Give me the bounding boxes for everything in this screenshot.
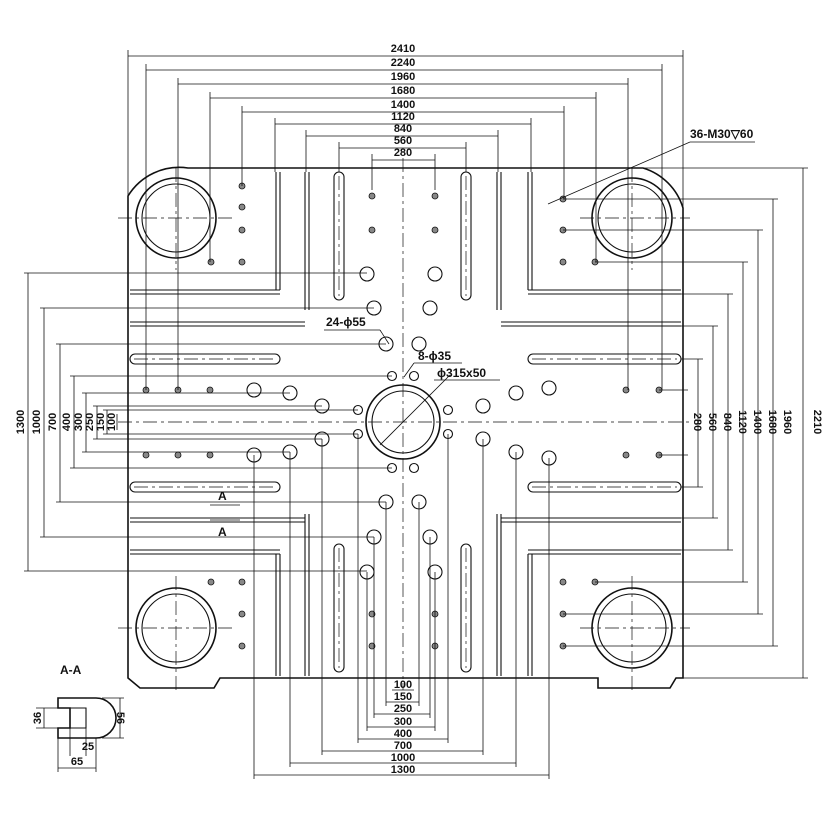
threaded-holes	[142, 182, 663, 650]
left-dim-700: 700	[47, 413, 59, 431]
center-hole-callout: ϕ315x50	[437, 366, 486, 380]
right-dimension-labels: 280 560 840 1120 1400 1680 1960 2210	[691, 410, 823, 434]
left-dim-1000: 1000	[31, 410, 43, 434]
right-dim-1120: 1120	[736, 410, 748, 434]
large-holes-callout: 24-ϕ55	[326, 315, 366, 329]
left-dim-300: 300	[73, 413, 85, 431]
bottom-dim-300: 300	[394, 716, 412, 728]
bottom-dimension-lines	[253, 434, 550, 779]
right-dim-1960: 1960	[781, 410, 793, 434]
vertical-t-slots	[275, 171, 533, 676]
section-markers: A A	[210, 489, 240, 539]
left-dimension-lines	[24, 272, 392, 572]
horizontal-t-slots	[129, 289, 682, 555]
callouts: 36-M30▽60 24-ϕ55 8-ϕ35 ϕ315x50	[324, 127, 755, 381]
bottom-dim-150: 150	[394, 691, 412, 703]
top-dim-1960: 1960	[391, 71, 415, 83]
top-dim-280: 280	[394, 147, 412, 159]
platen-outline	[127, 166, 684, 689]
left-dim-1300: 1300	[15, 410, 27, 434]
bottom-dim-1300: 1300	[391, 764, 415, 776]
threaded-holes-callout: 36-M30▽60	[690, 127, 754, 141]
right-dim-560: 560	[706, 413, 718, 431]
section-detail: A-A 36 56 25 65	[32, 663, 126, 772]
section-detail-title: A-A	[60, 663, 82, 677]
top-dim-560: 560	[394, 135, 412, 147]
section-dim-36: 36	[32, 712, 44, 724]
bottom-dim-1000: 1000	[391, 752, 415, 764]
section-marker-bottom: A	[218, 525, 227, 539]
left-dim-100: 100	[106, 413, 118, 431]
bottom-dim-400: 400	[394, 728, 412, 740]
left-dim-250: 250	[84, 413, 96, 431]
top-dimension-labels: 2410 2240 1960 1680 1400 1120 840 560 28…	[391, 43, 415, 159]
bottom-dimension-labels: 100 150 250 300 400 700 1000 1300	[391, 679, 415, 776]
left-dim-150: 150	[95, 413, 107, 431]
tiebar-bores	[135, 177, 673, 669]
right-dimension-lines	[563, 167, 808, 679]
center-hole	[365, 374, 451, 460]
right-dim-840: 840	[721, 413, 733, 431]
bottom-dim-100: 100	[394, 679, 412, 691]
section-dim-56: 56	[114, 712, 126, 724]
small-holes-callout: 8-ϕ35	[418, 349, 451, 363]
top-dim-2240: 2240	[391, 57, 415, 69]
top-dimension-lines	[127, 50, 684, 390]
right-dim-280: 280	[691, 413, 703, 431]
top-dim-840: 840	[394, 123, 412, 135]
section-dim-65: 65	[71, 756, 83, 768]
top-dim-2410: 2410	[391, 43, 415, 55]
bottom-dim-250: 250	[394, 703, 412, 715]
left-dim-400: 400	[61, 413, 73, 431]
right-dim-2210: 2210	[811, 410, 823, 434]
bottom-dim-700: 700	[394, 740, 412, 752]
top-dim-1400: 1400	[391, 99, 415, 111]
top-dim-1680: 1680	[391, 85, 415, 97]
left-dimension-labels: 1300 1000 700 400 300 250 150 100	[15, 410, 118, 434]
right-dim-1680: 1680	[766, 410, 778, 434]
right-dim-1400: 1400	[751, 410, 763, 434]
top-dim-1120: 1120	[391, 111, 415, 123]
section-marker-top: A	[218, 489, 227, 503]
section-dim-25: 25	[82, 741, 94, 753]
center-lines	[118, 158, 690, 690]
